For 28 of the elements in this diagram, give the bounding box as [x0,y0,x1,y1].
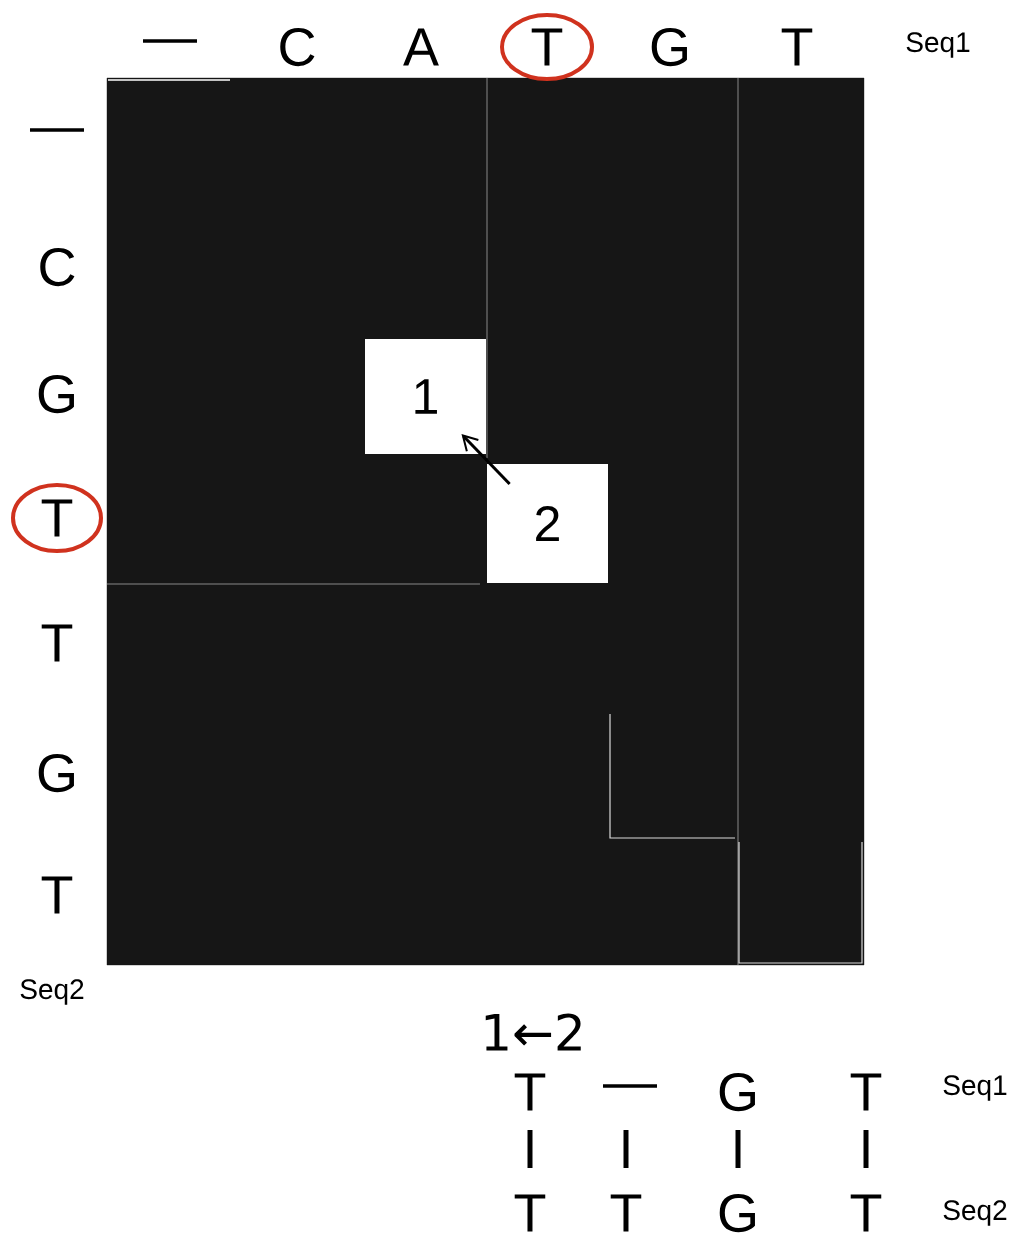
nucleotide-letter: T [781,28,813,66]
sequence-name: Seq1 [906,32,970,58]
nucleotide-letter: A [403,28,439,66]
nucleotide-letter: C [280,27,315,67]
sequence-name: Seq2 [943,1200,1007,1226]
sequence-name: Seq1 [943,1075,1007,1101]
nucleotide-letter: T [531,28,563,66]
gap-dash: — [143,39,197,43]
nucleotide-letter: T [41,624,73,662]
nucleotide-letter: G [719,1072,755,1112]
nucleotide-letter: T [850,1073,882,1111]
nucleotide-letter: T [41,499,73,537]
nucleotide-letter: C [40,247,75,287]
gap-dash: — [30,128,84,132]
nucleotide-letter: G [38,753,74,793]
nucleotide-letter: T [850,1194,882,1232]
sequence-name: Seq2 [20,979,84,1005]
nucleotide-letter: T [514,1194,546,1232]
nucleotide-letter: G [651,27,687,67]
nucleotide-letter: T [41,876,73,914]
gap-dash: — [603,1084,657,1088]
nucleotide-letter: T [610,1194,642,1232]
traceback-note: 1←2 [485,1013,581,1051]
nucleotide-letter: T [514,1073,546,1111]
nucleotide-letter: G [38,374,74,414]
score-cell: 2 [487,464,608,583]
nucleotide-letter: G [719,1193,755,1233]
score-cell: 1 [365,339,486,454]
